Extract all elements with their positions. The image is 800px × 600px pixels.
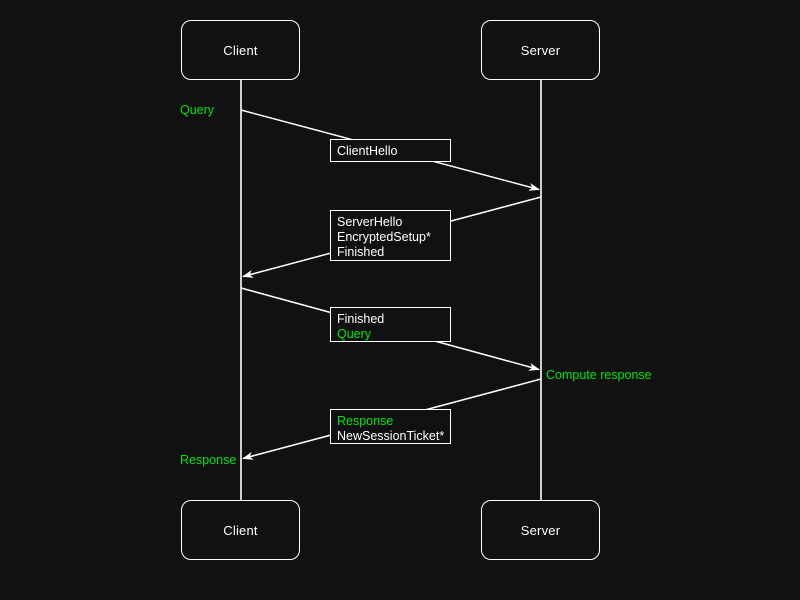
message-box-response-newsessionticket[interactable]: Response NewSessionTicket*	[330, 409, 451, 444]
message-line: Response	[337, 414, 394, 428]
annotation-compute-response: Compute response	[546, 368, 652, 382]
message-line: ServerHello	[337, 215, 403, 229]
message-line: Finished	[337, 245, 385, 259]
message-box-client-hello[interactable]: ClientHello	[330, 139, 451, 162]
actor-box-server-bottom[interactable]: Server	[481, 500, 600, 560]
actor-label-server-bottom: Server	[520, 522, 561, 538]
message-line: Query	[337, 327, 372, 341]
message-line: ClientHello	[337, 144, 398, 158]
actor-box-client-top[interactable]: Client	[181, 20, 300, 80]
actor-label-client-top: Client	[223, 42, 258, 58]
message-line: NewSessionTicket*	[337, 429, 445, 443]
actor-label-client-bottom: Client	[223, 522, 258, 538]
actor-box-server-top[interactable]: Server	[481, 20, 600, 80]
actor-box-client-bottom[interactable]: Client	[181, 500, 300, 560]
annotation-response: Response	[180, 453, 237, 467]
message-box-server-hello[interactable]: ServerHello EncryptedSetup* Finished	[330, 210, 451, 261]
actor-label-server-top: Server	[520, 42, 561, 58]
message-line: EncryptedSetup*	[337, 230, 431, 244]
message-line: Finished	[337, 312, 385, 326]
message-box-finished-query[interactable]: Finished Query	[330, 307, 451, 342]
annotation-query: Query	[180, 103, 215, 117]
